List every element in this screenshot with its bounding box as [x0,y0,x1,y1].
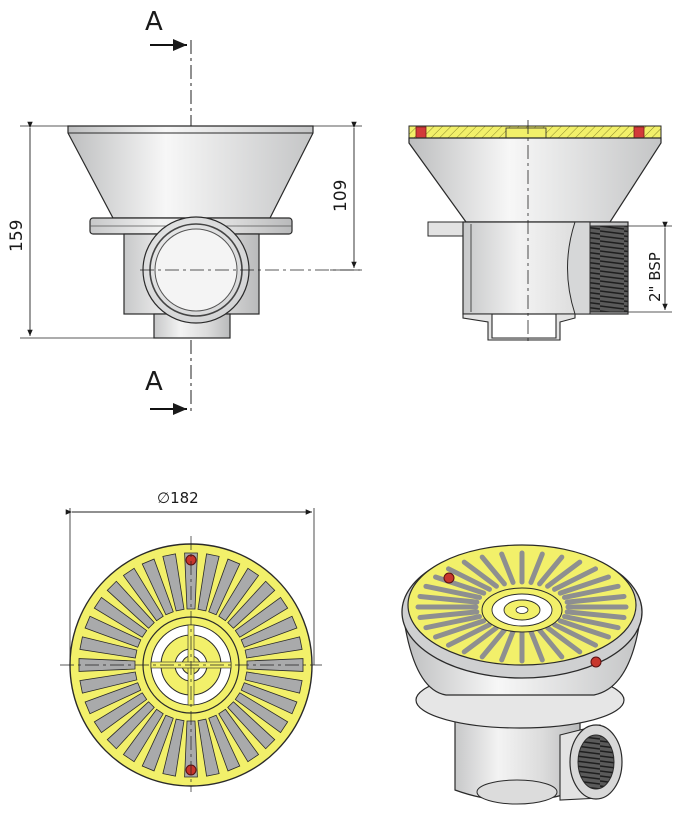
section-marker-bottom: A [145,367,163,397]
grate-slot [227,580,276,629]
iso-grate-slot [417,593,480,605]
cone-body [67,125,314,219]
iso-grate-slot [445,622,492,648]
grate-slot [244,671,303,694]
iso-grate-slot [499,629,516,663]
iso-grate-slot [545,625,583,655]
grate-slot [78,658,136,672]
iso-grate-slot [545,559,583,589]
iso-grate-slot [423,614,483,631]
iso-grate-slot [499,551,516,585]
dim-thread: 2" BSP [646,252,664,302]
iso-grate-slot [445,566,492,592]
iso-grate-slot [528,629,545,663]
dim-outlet-height: 109 [331,180,351,212]
grate-slot [234,692,289,734]
iso-grate-slot [552,622,599,648]
iso-grate-slot [479,627,507,660]
section-cone [408,137,662,223]
grate-slot [141,558,174,616]
grate-slot [122,708,164,763]
iso-grate-slot [557,618,611,640]
iso-grate-slot [417,609,480,621]
iso-grate-slot [537,627,565,660]
grate-slot [208,714,241,772]
grate-slot [84,615,142,648]
iso-grate-slot [552,566,599,592]
iso-grate-slot [564,593,627,605]
grate-slot [162,718,185,777]
iso-grate-slot [461,559,499,589]
grate-slot [79,671,138,694]
grate-slot [240,682,298,715]
iso-grate-slot [433,618,487,640]
iso-grate-slot [461,625,499,655]
grate-top-view: ∅182 [60,489,322,792]
iso-grate-slot [561,583,621,600]
iso-grate-slot [537,554,565,587]
grate-slot [84,682,142,715]
grate-slot [106,701,155,750]
iso-grate-slot [433,574,487,596]
grate-slot [79,636,138,659]
grate-slot [208,558,241,616]
grate-slot [244,636,303,659]
grate-slot [141,714,174,772]
grate-slot [122,567,164,622]
grate-slot [218,708,260,763]
section-marker-top: A [145,7,163,37]
iso-grate-slots [415,550,629,664]
dim-diameter: ∅182 [157,489,199,507]
grate-slot [93,692,148,734]
front-view: A A 159 109 [7,7,362,415]
grate-slots [78,552,304,778]
section-flange [427,221,467,237]
section-bottom-outlet [462,313,576,341]
grate-slot [234,596,289,638]
grate-slot [162,553,185,612]
iso-screw-left [443,572,455,584]
iso-screw-right [590,656,602,668]
grate-slot [197,553,220,612]
thread-section [589,225,629,313]
iso-grate-slot [564,609,627,621]
grate-slot [227,701,276,750]
grate-slot [246,658,304,672]
grate-slot [197,718,220,777]
iso-grate-slot [557,574,611,596]
isometric-view [401,544,643,805]
dim-overall-height: 159 [7,220,27,252]
iso-grate-slot [561,614,621,631]
iso-grate-slot [479,554,507,587]
grate-slot [106,580,155,629]
grate-slot [218,567,260,622]
grate-slot [240,615,298,648]
iso-grate-slot [528,551,545,585]
section-view: 2" BSP [408,120,672,345]
iso-grate-slot [423,583,483,600]
grate-slot [93,596,148,638]
